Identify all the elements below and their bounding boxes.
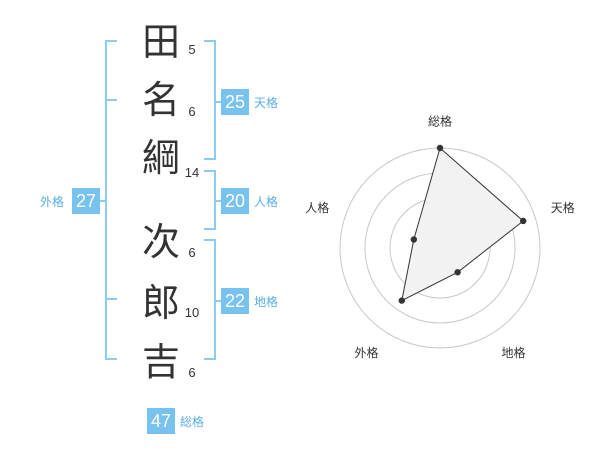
stroke-count-3: 14 xyxy=(184,165,200,180)
gaikaku-label: 外格 xyxy=(40,195,65,209)
stroke-count-5: 10 xyxy=(184,305,200,320)
gaikaku-value-badge: 27 xyxy=(72,188,100,214)
chikaku-label: 地格 xyxy=(254,295,279,309)
soukaku-label: 総格 xyxy=(180,415,205,429)
name-char-2: 名 xyxy=(141,78,180,122)
radar-axis-label-3: 地格 xyxy=(501,345,525,360)
radar-point-5 xyxy=(410,236,418,243)
name-char-4: 次 xyxy=(141,220,180,264)
name-char-1: 田 xyxy=(141,20,180,64)
chikaku-value-badge: 22 xyxy=(221,288,249,314)
name-char-3: 綱 xyxy=(141,136,180,180)
name-char-6: 吉 xyxy=(141,340,180,384)
radar-point-2 xyxy=(520,217,527,225)
radar-axis-label-2: 天格 xyxy=(551,200,575,215)
soukaku-value-badge: 47 xyxy=(147,408,175,434)
radar-axis-label-1: 総格 xyxy=(428,114,452,129)
radar-point-1 xyxy=(436,144,444,152)
name-char-5: 郎 xyxy=(141,281,180,325)
tenkaku-value-badge: 25 xyxy=(221,89,249,115)
radar-axis-label-5: 人格 xyxy=(305,200,329,215)
radar-point-3 xyxy=(454,269,461,276)
jinkaku-label: 人格 xyxy=(254,195,279,209)
stroke-count-6: 6 xyxy=(188,365,196,380)
stroke-count-1: 5 xyxy=(188,42,196,57)
radar-axis-label-4: 外格 xyxy=(355,345,379,360)
radar-area xyxy=(401,147,524,302)
tenkaku-label: 天格 xyxy=(254,96,279,110)
stroke-count-4: 6 xyxy=(188,245,196,260)
stroke-count-2: 6 xyxy=(188,104,196,119)
jinkaku-value-badge: 20 xyxy=(221,188,249,214)
radar-point-4 xyxy=(398,297,405,304)
